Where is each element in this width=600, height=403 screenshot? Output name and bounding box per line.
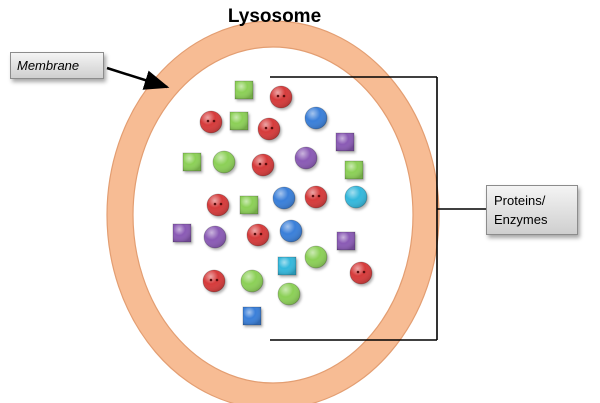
proteins-label-line1: Proteins/ [494, 193, 546, 208]
enzyme-face-red-circle [269, 85, 293, 109]
membrane-label: Membrane [17, 58, 80, 73]
enzyme-face-red-circle [257, 117, 281, 141]
enzyme-face-red-circle [349, 261, 373, 285]
proteins-bracket [270, 76, 486, 341]
proteins-label-box: Proteins/ Enzymes [486, 185, 578, 235]
membrane-inner-edge [132, 46, 414, 384]
molecule-purple-circle [294, 146, 318, 170]
molecule-cyan-square [277, 256, 297, 276]
molecule-cyan-circle [344, 185, 368, 209]
enzyme-face-red-circle [246, 223, 270, 247]
molecule-green-square [344, 160, 364, 180]
membrane-pointer-arrow [106, 66, 170, 90]
enzyme-face-red-circle [304, 185, 328, 209]
molecule-green-circle [212, 150, 236, 174]
proteins-label-line2: Enzymes [494, 212, 548, 227]
molecule-green-circle [240, 269, 264, 293]
enzyme-molecules [172, 80, 373, 326]
molecule-blue-circle [279, 219, 303, 243]
molecule-green-circle [304, 245, 328, 269]
enzyme-face-red-circle [199, 110, 223, 134]
molecule-purple-circle [203, 225, 227, 249]
molecule-purple-square [335, 132, 355, 152]
membrane-ring [107, 21, 439, 403]
molecule-blue-square [242, 306, 262, 326]
enzyme-face-red-circle [202, 269, 226, 293]
enzyme-face-red-circle [206, 193, 230, 217]
molecule-blue-circle [272, 186, 296, 210]
diagram-title: Lysosome [227, 6, 322, 27]
enzyme-face-red-circle [251, 153, 275, 177]
molecule-green-circle [277, 282, 301, 306]
molecule-green-square [229, 111, 249, 131]
molecule-purple-square [336, 231, 356, 251]
molecule-green-square [234, 80, 254, 100]
molecule-blue-circle [304, 106, 328, 130]
molecule-purple-square [172, 223, 192, 243]
membrane-outer-edge [106, 20, 440, 403]
molecule-green-square [239, 195, 259, 215]
membrane-label-box: Membrane [10, 52, 104, 79]
molecule-green-square [182, 152, 202, 172]
